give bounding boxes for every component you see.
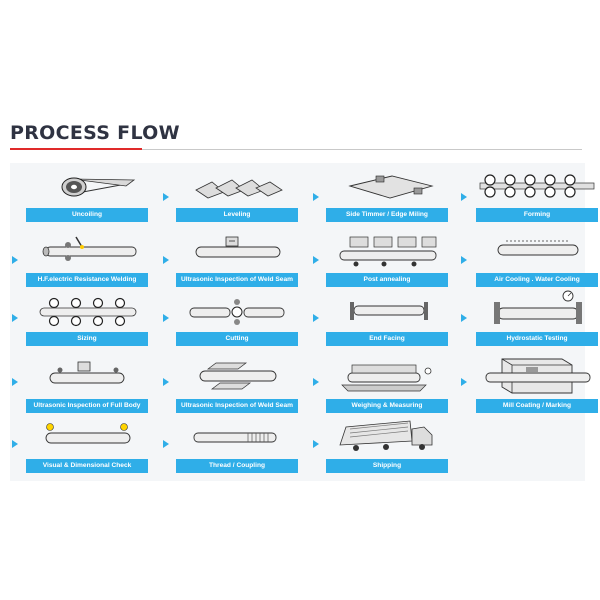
flow-arrow-icon <box>313 440 319 448</box>
weighing-icon <box>341 364 432 392</box>
ultrasonic-seam-icon <box>195 236 281 258</box>
flow-arrow-icon <box>12 378 18 386</box>
title-underline <box>10 148 142 150</box>
cutting-icon <box>189 299 285 325</box>
visual-check-icon <box>45 423 131 444</box>
step-label: Side Timmer / Edge Miling <box>326 208 448 222</box>
flow-arrow-icon <box>313 256 319 264</box>
step-shipping: Shipping <box>326 413 448 473</box>
title-divider <box>142 148 582 150</box>
step-hf-welding: H.F.electric Resistance Welding <box>26 227 148 287</box>
step-label: Ultrasonic Inspection of Weld Seam <box>176 273 298 287</box>
step-label: Thread / Coupling <box>176 459 298 473</box>
page-title: PROCESS FLOW <box>10 122 180 144</box>
forming-rolls-icon <box>479 174 595 198</box>
step-ultrasonic-weld-2: Ultrasonic Inspection of Weld Seam <box>176 353 298 413</box>
welding-icon <box>42 236 137 261</box>
step-uncoiling: Uncoiling <box>26 162 148 222</box>
annealing-icon <box>339 236 437 267</box>
step-label: Ultrasonic Inspection of Full Body <box>26 399 148 413</box>
flow-arrow-icon <box>12 314 18 322</box>
step-label: Uncoiling <box>26 208 148 222</box>
flow-arrow-icon <box>163 440 169 448</box>
step-coating: Mill Coating / Marking <box>476 353 598 413</box>
flow-arrow-icon <box>313 193 319 201</box>
flow-arrow-icon <box>12 256 18 264</box>
step-label: Visual & Dimensional Check <box>26 459 148 473</box>
step-label: End Facing <box>326 332 448 346</box>
flow-arrow-icon <box>461 256 467 264</box>
step-forming: Forming <box>476 162 598 222</box>
step-ultrasonic-body: Ultrasonic Inspection of Full Body <box>26 353 148 413</box>
flow-arrow-icon <box>163 378 169 386</box>
truck-icon <box>339 420 433 451</box>
flow-arrow-icon <box>163 314 169 322</box>
flow-arrow-icon <box>163 193 169 201</box>
flow-arrow-icon <box>313 314 319 322</box>
ultrasonic-body-icon <box>49 361 125 384</box>
step-label: Ultrasonic Inspection of Weld Seam <box>176 399 298 413</box>
step-leveling: Leveling <box>176 162 298 222</box>
flow-arrow-icon <box>461 378 467 386</box>
step-post-annealing: Post annealing <box>326 227 448 287</box>
thread-icon <box>193 432 277 443</box>
step-label: Cutting <box>176 332 298 346</box>
ultrasonic-seam-2-icon <box>199 362 277 390</box>
flow-arrow-icon <box>163 256 169 264</box>
flow-arrow-icon <box>461 314 467 322</box>
leveling-plates-icon <box>195 179 283 199</box>
edge-milling-icon <box>348 175 434 199</box>
step-label: Post annealing <box>326 273 448 287</box>
step-hydrostatic: Hydrostatic Testing <box>476 286 598 346</box>
step-label: Hydrostatic Testing <box>476 332 598 346</box>
step-weighing: Weighing & Measuring <box>326 353 448 413</box>
coating-icon <box>485 358 591 394</box>
end-facing-icon <box>350 302 428 320</box>
step-cutting: Cutting <box>176 286 298 346</box>
flow-arrow-icon <box>12 440 18 448</box>
step-thread: Thread / Coupling <box>176 413 298 473</box>
step-label: Mill Coating / Marking <box>476 399 598 413</box>
step-ultrasonic-weld: Ultrasonic Inspection of Weld Seam <box>176 227 298 287</box>
step-label: Air Cooling . Water Cooling <box>476 273 598 287</box>
step-label: Leveling <box>176 208 298 222</box>
step-label: Forming <box>476 208 598 222</box>
hydrostatic-icon <box>494 290 582 324</box>
step-sizing: Sizing <box>26 286 148 346</box>
step-cooling: Air Cooling . Water Cooling <box>476 227 598 287</box>
sizing-rolls-icon <box>39 297 137 327</box>
step-end-facing: End Facing <box>326 286 448 346</box>
step-label: Weighing & Measuring <box>326 399 448 413</box>
flow-arrow-icon <box>461 193 467 201</box>
cooling-icon <box>497 240 579 256</box>
step-edge-milling: Side Timmer / Edge Miling <box>326 162 448 222</box>
coil-icon <box>61 177 136 197</box>
step-label: H.F.electric Resistance Welding <box>26 273 148 287</box>
step-visual-check: Visual & Dimensional Check <box>26 413 148 473</box>
flow-arrow-icon <box>313 378 319 386</box>
step-label: Sizing <box>26 332 148 346</box>
step-label: Shipping <box>326 459 448 473</box>
